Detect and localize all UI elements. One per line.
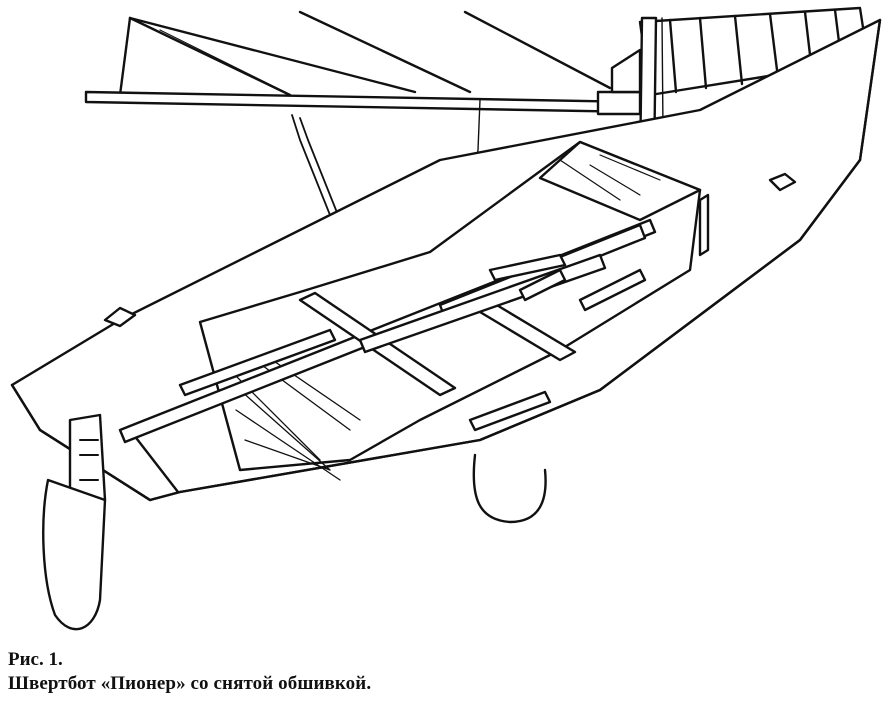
boat-line-drawing [10,6,882,631]
rudder [42,413,107,631]
thwarts [118,218,657,444]
boat-illustration [10,6,882,631]
rigging-lines [118,10,612,97]
centerboard [472,453,547,524]
figure-number: Рис. 1. [8,649,63,670]
cleats [103,172,797,328]
figure-caption: Рис. 1. Швертбот «Пионер» со снятой обши… [8,648,868,696]
figure-caption-text: Швертбот «Пионер» со снятой обшивкой. [8,673,372,694]
